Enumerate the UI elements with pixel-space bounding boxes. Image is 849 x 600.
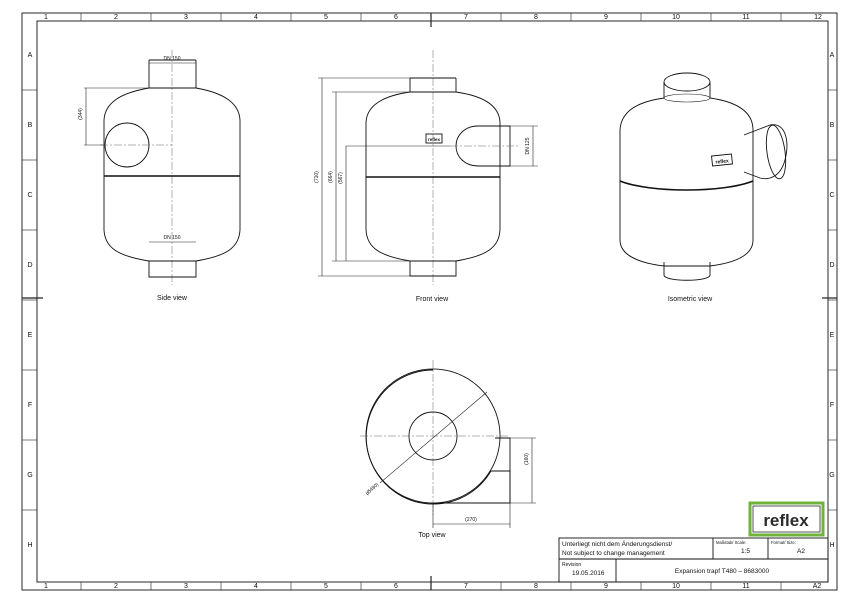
col-label-bottom: 9 — [604, 583, 608, 590]
col-label-top: 2 — [114, 14, 118, 21]
col-label-top: 9 — [604, 14, 608, 21]
col-label-bottom: 10 — [672, 583, 680, 590]
note-en: Not subject to change management — [562, 550, 665, 557]
dim-664: (664) — [328, 171, 334, 183]
col-label-top: 11 — [742, 14, 749, 21]
row-label-left: A — [28, 52, 33, 59]
isometric-view-label: Isometric view — [668, 296, 713, 303]
col-label-top: 10 — [672, 14, 680, 21]
dim-270: (270) — [465, 517, 477, 523]
reflex-logo: reflex — [748, 501, 825, 537]
nameplate — [425, 133, 443, 144]
revision-label: Revision — [562, 562, 581, 568]
dim-710: (710) — [314, 171, 320, 183]
revision-date: 19.05.2016 — [572, 570, 605, 577]
col-label-bottom: 2 — [114, 583, 118, 590]
col-label-bottom: 7 — [464, 583, 468, 590]
col-label-top: 12 — [814, 14, 822, 21]
dim-344: (344) — [78, 108, 84, 120]
col-label-bottom: 3 — [184, 583, 188, 590]
nameplate-iso — [711, 153, 733, 167]
logo-text: reflex — [763, 511, 809, 530]
col-label-bottom: 8 — [534, 583, 538, 590]
row-label-right: G — [829, 472, 834, 479]
row-label-right: H — [829, 542, 834, 549]
col-label-top: 4 — [254, 14, 258, 21]
row-label-left: H — [27, 542, 32, 549]
isometric-view: reflex Isometric view — [619, 72, 788, 303]
inner-frame — [36, 20, 829, 583]
row-label-left: E — [28, 332, 33, 339]
front-view-label: Front view — [416, 296, 449, 303]
top-view-label: Top view — [418, 532, 446, 539]
row-label-right: C — [829, 192, 834, 199]
row-label-right: A — [830, 52, 835, 59]
dim-dn150-bottom: DN 150 — [164, 235, 181, 241]
row-label-left: G — [27, 472, 32, 479]
col-label-top: 3 — [184, 14, 188, 21]
col-label-bottom: 6 — [394, 583, 398, 590]
sheet-size-corner: A2 — [813, 583, 822, 590]
column-grid — [22, 13, 837, 590]
format-value: A2 — [797, 548, 805, 555]
dim-dn150-top: DN 150 — [164, 56, 181, 62]
drawing-title: Expansion trapf T480 – 8683000 — [675, 568, 770, 575]
dim-160: (160) — [524, 453, 530, 465]
title-block: Unterliegt nicht dem Änderungsdienst/ No… — [558, 537, 829, 583]
col-label-top: 1 — [44, 14, 48, 21]
col-label-top: 7 — [464, 14, 468, 21]
col-label-top: 8 — [534, 14, 538, 21]
note-de: Unterliegt nicht dem Änderungsdienst/ — [562, 540, 672, 548]
top-view: (160) (270) (Ø480) Top view — [360, 360, 536, 539]
scale-value: 1:5 — [741, 548, 750, 555]
col-label-bottom: 5 — [324, 583, 328, 590]
col-label-top: 5 — [324, 14, 328, 21]
row-label-right: F — [830, 402, 834, 409]
col-label-bottom: 4 — [254, 583, 258, 590]
side-view: DN 150 DN 150 (344) Side view — [78, 50, 241, 302]
col-label-bottom: 11 — [742, 583, 749, 590]
side-view-label: Side view — [157, 295, 188, 302]
dim-dn125: DN 125 — [525, 137, 531, 154]
col-label-top: 6 — [394, 14, 398, 21]
scale-label: Maßstab/ Scale: — [716, 540, 746, 545]
row-label-right: E — [830, 332, 835, 339]
row-label-left: B — [28, 122, 33, 129]
row-label-right: B — [830, 122, 835, 129]
row-label-right: D — [829, 262, 834, 269]
row-label-left: C — [27, 192, 32, 199]
dim-567: (567) — [338, 172, 344, 184]
format-label: Format/ Size: — [771, 540, 796, 545]
row-label-left: F — [28, 402, 32, 409]
nameplate-iso-text: reflex — [715, 158, 729, 165]
nameplate-text: reflex — [428, 137, 441, 142]
row-label-left: D — [27, 262, 32, 269]
col-label-bottom: 1 — [44, 583, 48, 590]
outer-frame — [21, 12, 838, 591]
dim-dia480: (Ø480) — [365, 482, 381, 497]
front-view: reflex (710) (664) (567) DN 125 Front vi… — [314, 50, 538, 303]
